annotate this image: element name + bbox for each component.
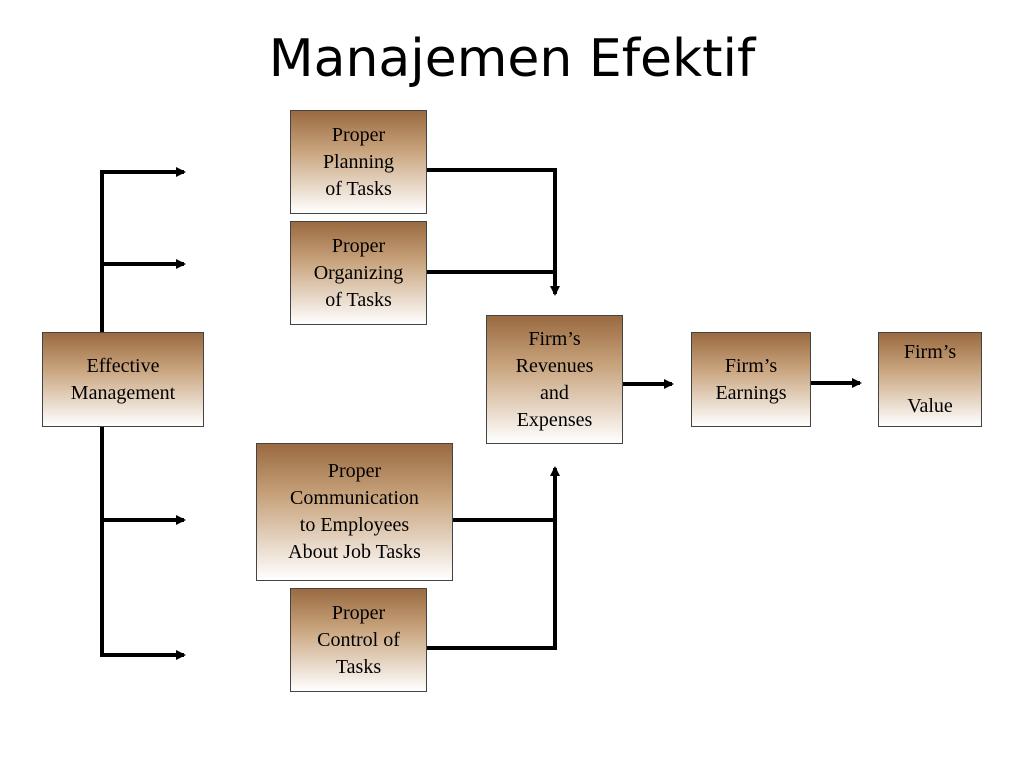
value-box: Firm’s Value — [878, 332, 982, 427]
planning-box: Proper Planning of Tasks — [290, 110, 427, 214]
slide-title: Manajemen Efektif — [268, 29, 756, 89]
revenues-expenses-box: Firm’s Revenues and Expenses — [486, 315, 623, 444]
connector-planning-to-revenues — [426, 168, 560, 296]
communication-box: Proper Communication to Employees About … — [256, 443, 453, 581]
effective-management-box: Effective Management — [42, 332, 204, 427]
earnings-box: Firm’s Earnings — [691, 332, 811, 427]
organizing-box: Proper Organizing of Tasks — [290, 221, 427, 325]
control-box: Proper Control of Tasks — [290, 588, 427, 692]
connector-control-to-revenues — [426, 466, 560, 650]
